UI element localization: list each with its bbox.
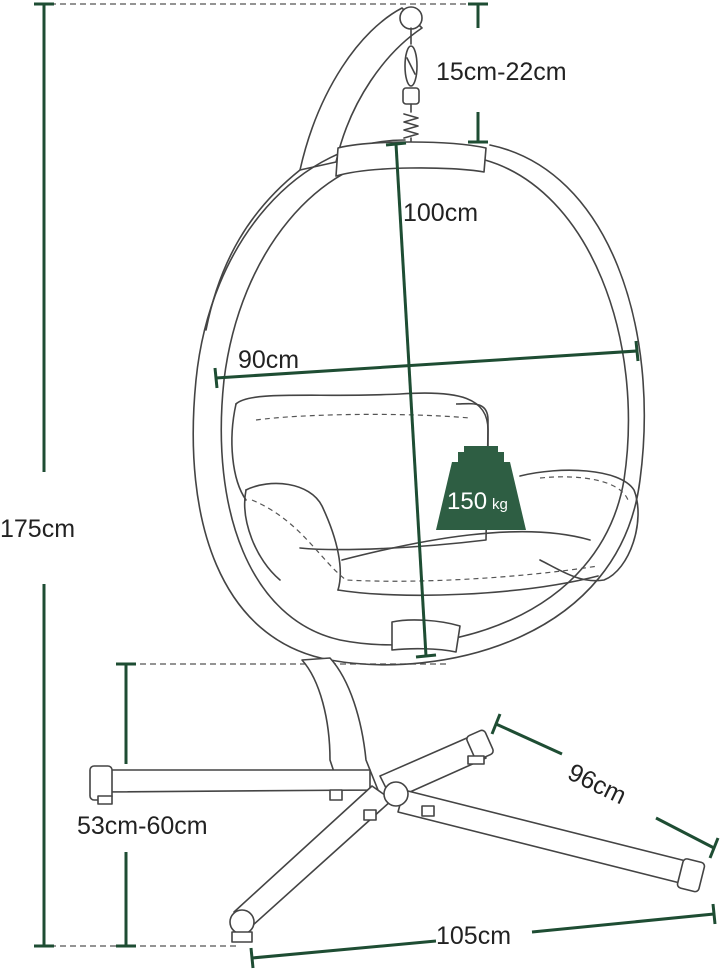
dim-basket-height xyxy=(385,141,437,659)
weight-badge: 150 kg xyxy=(436,402,526,530)
hook-and-spring xyxy=(402,27,420,147)
dim-base-depth xyxy=(490,713,720,859)
egg-basket xyxy=(192,139,646,666)
label-base-depth: 96cm xyxy=(563,758,630,810)
foot-right xyxy=(421,805,435,817)
foot-back xyxy=(467,755,485,765)
dim-chain-length xyxy=(468,2,488,144)
leg-cap-front xyxy=(229,909,255,935)
dim-base-width xyxy=(249,903,717,969)
label-chain-length: 15cm-22cm xyxy=(436,58,567,86)
label-seat-height: 53cm-60cm xyxy=(77,812,208,840)
base-legs xyxy=(89,729,706,943)
base-leg-left xyxy=(99,769,371,793)
cushions xyxy=(231,392,639,597)
dim-total-height xyxy=(34,2,54,948)
weight-unit: kg xyxy=(492,496,508,513)
foot-center-2 xyxy=(363,809,377,821)
foot-center xyxy=(329,789,343,801)
foot-left xyxy=(97,795,113,805)
leg-cap-left xyxy=(89,765,113,801)
leg-cap-back xyxy=(466,729,494,761)
label-basket-width: 90cm xyxy=(238,346,299,374)
stand-arm xyxy=(299,6,423,171)
weight-shape xyxy=(436,462,526,530)
weight-value: 150 xyxy=(447,488,487,515)
dimension-lines xyxy=(34,2,720,969)
dim-basket-width xyxy=(213,340,640,389)
spring-coil xyxy=(403,113,419,139)
arm-end-cap xyxy=(399,6,423,30)
base-hub xyxy=(383,781,409,807)
dim-seat-height xyxy=(116,662,136,948)
label-basket-height: 100cm xyxy=(403,199,478,227)
base-leg-right xyxy=(397,789,691,885)
base-leg-front xyxy=(233,785,393,927)
leg-cap-right xyxy=(676,858,706,893)
label-base-width: 105cm xyxy=(436,922,511,950)
label-total-height: 175cm xyxy=(0,515,75,543)
foot-front xyxy=(231,931,253,943)
dimension-labels: 175cm 15cm-22cm 100cm 90cm 53cm-60cm 105… xyxy=(0,58,631,950)
